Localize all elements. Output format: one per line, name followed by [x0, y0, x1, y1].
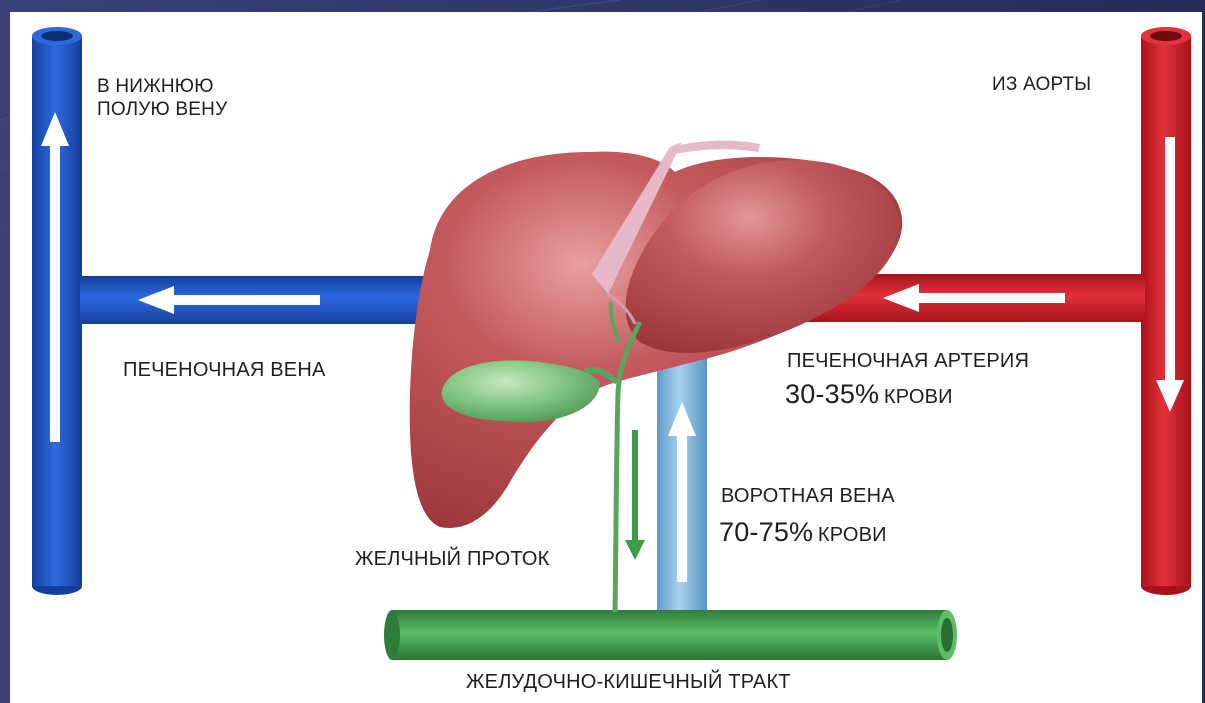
ivc-label-line1: В НИЖНЮЮ — [97, 75, 227, 98]
hepatic-vein-label: ПЕЧЕНОЧНАЯ ВЕНА — [123, 359, 326, 382]
hepatic-artery-label: ПЕЧЕНОЧНАЯ АРТЕРИЯ — [787, 350, 1029, 373]
portal-vein-percent-word: КРОВИ — [818, 524, 887, 546]
diagram-panel: В НИЖНЮЮ ПОЛУЮ ВЕНУ ИЗ АОРТЫ ПЕЧЕНОЧНАЯ … — [10, 12, 1202, 703]
portal-vein-share: 70-75% КРОВИ — [719, 515, 887, 549]
gi-tract-tube — [384, 610, 957, 660]
down-arrow-icon — [625, 430, 645, 560]
hepatic-artery-share: 30-35% КРОВИ — [785, 377, 953, 411]
gi-tract-label: ЖЕЛУДОЧНО-КИШЕЧНЫЙ ТРАКТ — [466, 671, 791, 694]
ivc-label-line2: ПОЛУЮ ВЕНУ — [97, 98, 227, 121]
liver — [410, 140, 903, 527]
ivc-label: В НИЖНЮЮ ПОЛУЮ ВЕНУ — [97, 75, 227, 121]
portal-vein-label: ВОРОТНАЯ ВЕНА — [721, 485, 895, 508]
bile-duct-label: ЖЕЛЧНЫЙ ПРОТОК — [355, 548, 550, 571]
gallbladder — [442, 360, 600, 422]
aorta-label: ИЗ АОРТЫ — [992, 73, 1091, 96]
portal-vein-percent: 70-75% — [719, 517, 813, 547]
hepatic-artery-percent: 30-35% — [785, 379, 879, 409]
hepatic-artery-percent-word: КРОВИ — [884, 386, 953, 408]
